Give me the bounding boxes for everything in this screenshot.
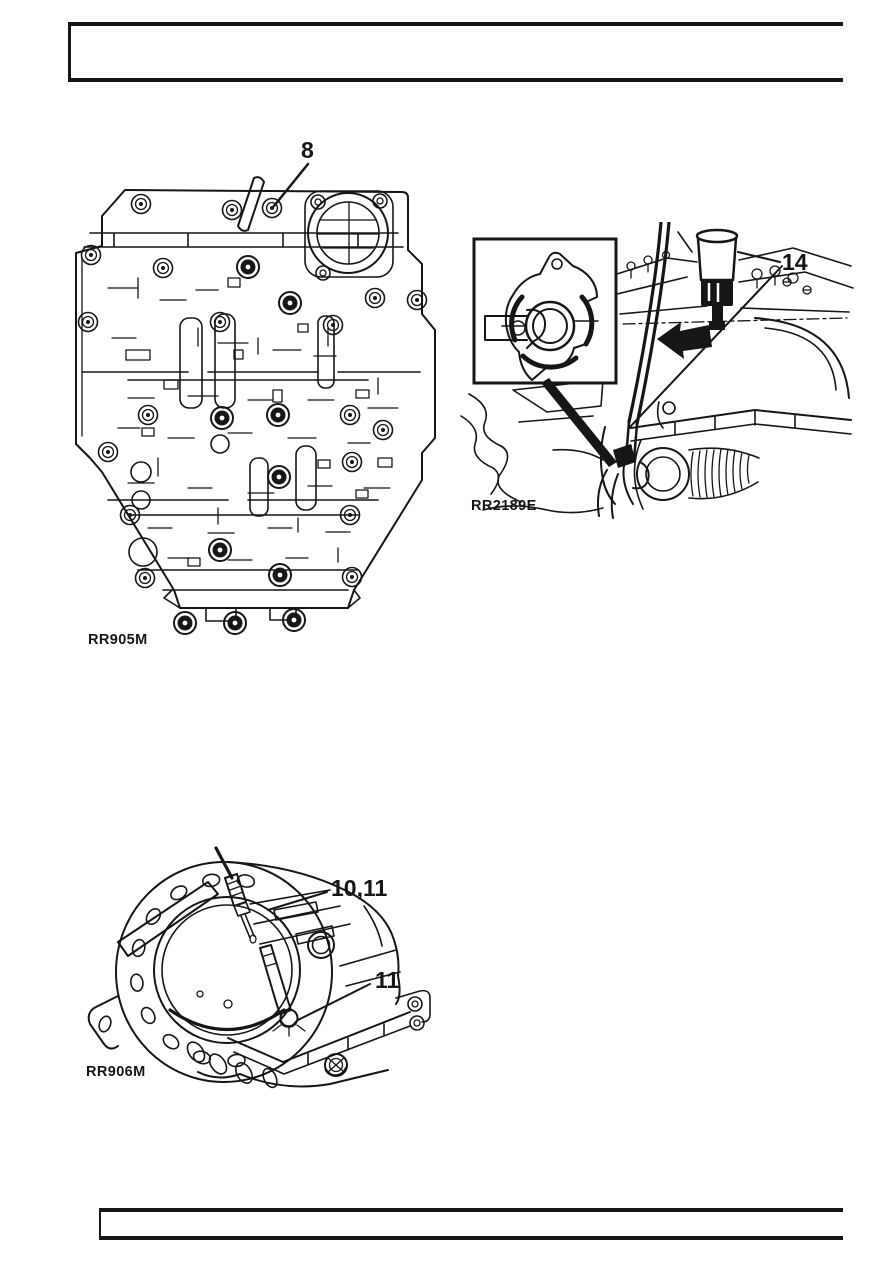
inset-detail-box (472, 237, 618, 467)
figure-code-rr905m: RR905M (88, 632, 148, 648)
callout-14-group: 14 (628, 249, 808, 429)
header-box (68, 22, 843, 82)
callout-14: 14 (782, 249, 808, 275)
valve-body-ports (125, 277, 393, 567)
converter-bore (304, 190, 394, 281)
figure-valve-body: 8 RR905M (75, 137, 436, 648)
callout-8: 8 (301, 137, 314, 163)
figure-engine-sensor: 14 RR2189E (460, 222, 854, 519)
figure-code-rr2189e: RR2189E (471, 498, 537, 514)
callout-10-11-group: 10,11 (267, 875, 387, 911)
callout-10-11: 10,11 (331, 875, 387, 901)
callout-8-group: 8 (272, 137, 314, 208)
valve-body-rails (81, 232, 421, 591)
valve-body-detail-lines (107, 176, 399, 563)
socket-tool (695, 228, 739, 330)
valve-body-bolts (77, 193, 428, 635)
dipstick-tube (597, 222, 671, 519)
direction-arrow (657, 322, 712, 359)
engine-block (630, 317, 852, 442)
transmission-body (186, 861, 431, 1089)
valve-body-outline (75, 189, 436, 622)
bell-flange (87, 861, 333, 1083)
speed-sensor-upper (214, 846, 257, 944)
speed-sensor-lower (259, 944, 306, 1037)
crank-boss-and-ribs (622, 439, 760, 510)
figure-bell-housing: 10,11 11 RR906M (86, 846, 431, 1089)
callout-11: 11 (375, 967, 400, 993)
callout-11-group: 11 (297, 967, 400, 1021)
torn-edge-lines (460, 379, 604, 514)
footer-box (99, 1208, 843, 1240)
figure-code-rr906m: RR906M (86, 1064, 146, 1080)
